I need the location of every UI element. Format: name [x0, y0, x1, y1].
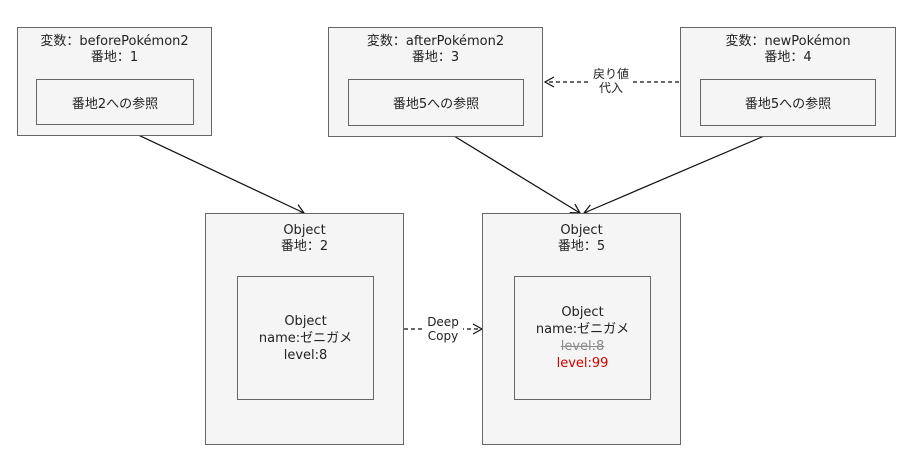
variable-title: 変数：afterPokémon2	[366, 34, 505, 49]
variable-address: 番地：3	[411, 50, 460, 65]
object-type-label: Object	[284, 313, 327, 329]
object-address: 番地：5	[557, 239, 606, 254]
reference-box: 番地5への参照	[348, 79, 524, 126]
object-title: Object	[560, 223, 603, 238]
object-address: 番地：2	[280, 239, 329, 254]
ref-arrow-after-to-object5	[435, 124, 582, 214]
object-name-field: name:ゼニガメ	[258, 330, 353, 346]
return-value-label: 戻り値 代入	[591, 67, 631, 95]
ref-arrow-before-to-object2	[114, 123, 306, 215]
object-new-level-field: level:99	[556, 356, 609, 371]
object-inner-box: Object name:ゼニガメ level:8	[237, 276, 374, 400]
reference-label: 番地2への参照	[71, 96, 159, 112]
object-inner-box: Object name:ゼニガメ level:8 level:99	[514, 276, 651, 400]
deep-copy-label: Deep Copy	[423, 315, 463, 343]
variable-box-after: 変数：afterPokémon2 番地：3 番地5への参照	[328, 27, 543, 137]
object-name-field: name:ゼニガメ	[535, 322, 630, 337]
object-title: Object	[283, 223, 326, 238]
reference-label: 番地5への参照	[392, 97, 480, 112]
copy-label-line-2: Copy	[427, 329, 459, 343]
variable-title: 変数：beforePokémon2	[40, 34, 189, 49]
object-level-field: level:8	[283, 347, 328, 363]
object-type-label: Object	[561, 305, 604, 320]
object-old-level-field: level:8	[560, 339, 605, 354]
reference-label: 番地5への参照	[744, 97, 832, 112]
return-label-line-1: 戻り値	[592, 67, 629, 81]
return-label-line-2: 代入	[598, 81, 623, 95]
copy-label-line-1: Deep	[427, 315, 459, 329]
variable-address: 番地：1	[90, 50, 139, 65]
variable-title: 変数：newPokémon	[725, 34, 851, 49]
reference-box: 番地5への参照	[700, 79, 876, 126]
ref-arrow-new-to-object5	[582, 124, 791, 215]
variable-address: 番地：4	[764, 50, 812, 65]
object-box-address-2: Object 番地：2 Object name:ゼニガメ level:8	[205, 213, 404, 445]
variable-box-before: 変数：beforePokémon2 番地：1 番地2への参照	[17, 27, 212, 136]
variable-box-new: 変数：newPokémon 番地：4 番地5への参照	[680, 27, 896, 137]
object-box-address-5: Object 番地：5 Object name:ゼニガメ level:8 lev…	[482, 213, 681, 445]
reference-box: 番地2への参照	[36, 79, 194, 125]
